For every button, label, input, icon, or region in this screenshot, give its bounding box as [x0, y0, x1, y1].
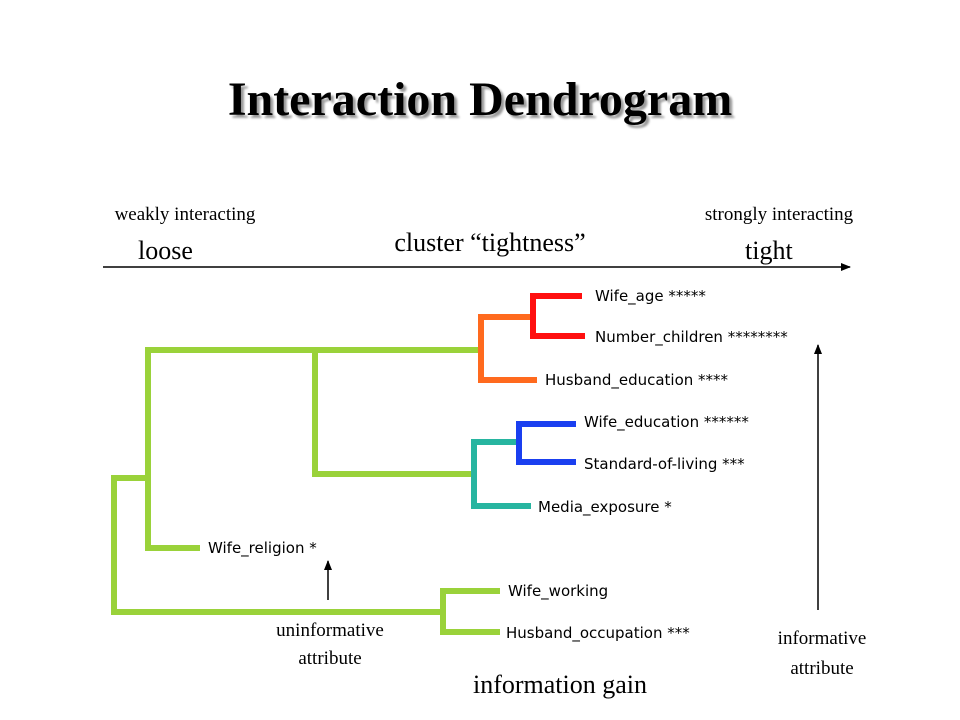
- leaf-wife-age: Wife_age *****: [595, 287, 706, 305]
- root-branch: [111, 475, 443, 615]
- informative-attribute-label: informative attribute: [722, 624, 922, 684]
- uninformative-line1: uninformative: [276, 620, 384, 641]
- orange-cluster-branch: [478, 314, 537, 383]
- leaf-husband-education: Husband_education ****: [545, 371, 729, 389]
- leaf-wife-religion: Wife_religion *: [208, 539, 317, 557]
- information-gain-label: information gain: [472, 670, 647, 699]
- leaf-number-children: Number_children ********: [595, 328, 788, 346]
- slide-title: Interaction Dendrogram: [227, 73, 733, 126]
- uninformative-line2: attribute: [298, 648, 362, 669]
- leaf-husband-occupation: Husband_occupation ***: [506, 624, 690, 642]
- cluster-tightness-label: cluster “tightness”: [394, 228, 586, 257]
- red-cluster-branch: [530, 293, 585, 339]
- uninformative-attribute-label: uninformative attribute: [230, 617, 430, 673]
- blue-cluster-branch: [516, 421, 576, 465]
- informative-line1: informative: [777, 628, 867, 649]
- lower-cluster-branch: [440, 588, 500, 635]
- leaf-wife-education: Wife_education ******: [584, 413, 749, 431]
- loose-label: loose: [138, 236, 193, 265]
- leaf-standard-of-living: Standard-of-living ***: [584, 455, 745, 473]
- teal-cluster-branch: [471, 439, 531, 509]
- tight-label: tight: [745, 236, 793, 265]
- leaf-media-exposure: Media_exposure *: [538, 498, 672, 516]
- upper-split-branch: [312, 347, 480, 477]
- informative-line2: attribute: [790, 658, 854, 679]
- weakly-interacting-note: weakly interacting: [114, 204, 256, 225]
- leaf-wife-working: Wife_working: [508, 582, 609, 600]
- strongly-interacting-note: strongly interacting: [704, 204, 854, 225]
- main-branch: [145, 347, 315, 551]
